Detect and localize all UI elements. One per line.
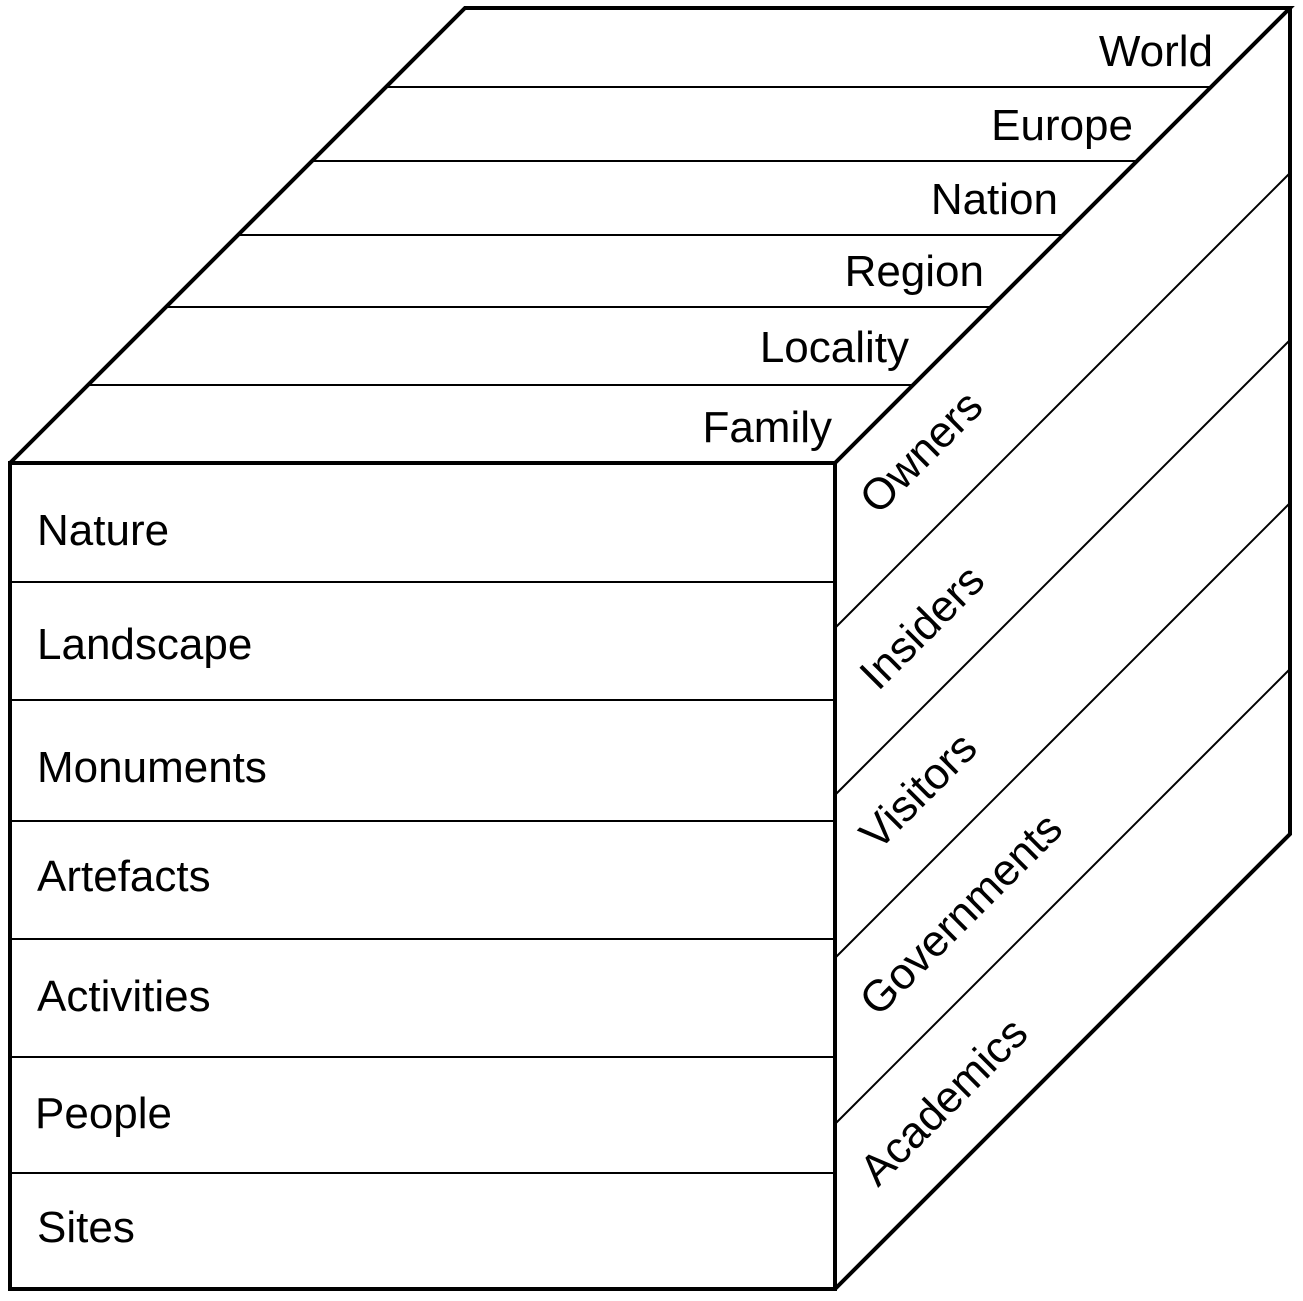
side-label-owners: Owners (850, 381, 992, 523)
top-label-region: Region (845, 247, 984, 296)
front-label-activities: Activities (37, 972, 211, 1021)
front-face-dividers (10, 581, 835, 1174)
front-label-artefacts: Artefacts (37, 852, 211, 901)
top-label-locality: Locality (760, 323, 909, 372)
top-face-outline (8, 6, 1295, 465)
top-face-dividers (89, 86, 1211, 386)
side-face-outline (833, 8, 1292, 1291)
side-divider (834, 668, 1291, 1125)
side-divider (834, 502, 1291, 959)
front-label-nature: Nature (37, 506, 169, 555)
front-label-monuments: Monuments (37, 743, 267, 792)
top-label-nation: Nation (931, 175, 1058, 224)
side-face-dividers (834, 172, 1291, 1125)
front-label-sites: Sites (37, 1203, 135, 1252)
side-face-labels: Owners Insiders Visitors Governments Aca… (850, 381, 1071, 1195)
side-label-visitors: Visitors (850, 723, 986, 859)
front-face-outline (8, 461, 837, 1291)
cube-outline (8, 6, 1295, 1291)
side-label-academics: Academics (850, 1008, 1037, 1195)
top-label-world: World (1099, 27, 1213, 76)
side-divider (834, 172, 1291, 629)
front-label-landscape: Landscape (37, 620, 252, 669)
top-label-europe: Europe (991, 101, 1133, 150)
top-label-family: Family (702, 403, 832, 452)
side-divider (834, 339, 1291, 796)
front-face-labels: Nature Landscape Monuments Artefacts Act… (35, 506, 267, 1252)
front-label-people: People (35, 1089, 172, 1138)
side-label-insiders: Insiders (850, 555, 994, 699)
top-face-labels: World Europe Nation Region Locality Fami… (702, 27, 1213, 452)
